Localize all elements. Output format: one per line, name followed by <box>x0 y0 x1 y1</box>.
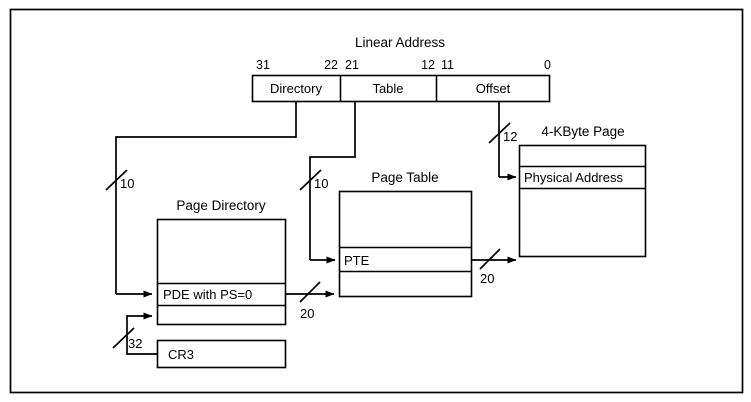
linear-address-bar <box>251 74 551 103</box>
table-width-slash <box>299 169 322 191</box>
page-directory-box <box>156 218 287 326</box>
table-width-label: 10 <box>314 176 328 191</box>
page-frame-title: 4-KByte Page <box>541 124 624 139</box>
bit-marker-12: 12 <box>421 58 435 72</box>
directory-width-slash <box>105 169 128 191</box>
offset-field-label: Offset <box>476 81 511 96</box>
linear-address-title: Linear Address <box>355 35 445 50</box>
directory-field-label: Directory <box>270 81 323 96</box>
physical-address-label: Physical Address <box>524 170 623 185</box>
page-table-title: Page Table <box>371 170 438 185</box>
cr3-width-slash <box>112 327 135 349</box>
page-directory-title: Page Directory <box>176 198 266 213</box>
bit-marker-21: 21 <box>345 58 359 72</box>
table-to-page-table-wire <box>309 101 356 260</box>
page-frame-box <box>518 144 647 258</box>
offset-width-label: 12 <box>503 129 517 144</box>
table-field-label: Table <box>372 81 403 96</box>
cr3-box <box>156 339 287 369</box>
offset-width-slash <box>488 122 511 144</box>
pde-width-slash <box>299 281 321 303</box>
bit-marker-11: 11 <box>441 58 454 72</box>
bit-marker-22: 22 <box>324 58 338 72</box>
pte-width-slash <box>479 248 501 270</box>
directory-width-label: 10 <box>120 176 134 191</box>
page-table-box <box>338 190 473 298</box>
pde-width-label: 20 <box>300 306 314 321</box>
pde-label: PDE with PS=0 <box>163 287 252 302</box>
bit-marker-0: 0 <box>544 58 551 72</box>
bit-marker-31: 31 <box>256 58 270 72</box>
cr3-label: CR3 <box>168 347 194 362</box>
cr3-width-label: 32 <box>128 336 142 351</box>
figure-border <box>9 8 744 394</box>
directory-to-page-directory-wire <box>115 101 297 294</box>
pte-width-label: 20 <box>480 271 494 286</box>
pte-label: PTE <box>344 253 370 268</box>
